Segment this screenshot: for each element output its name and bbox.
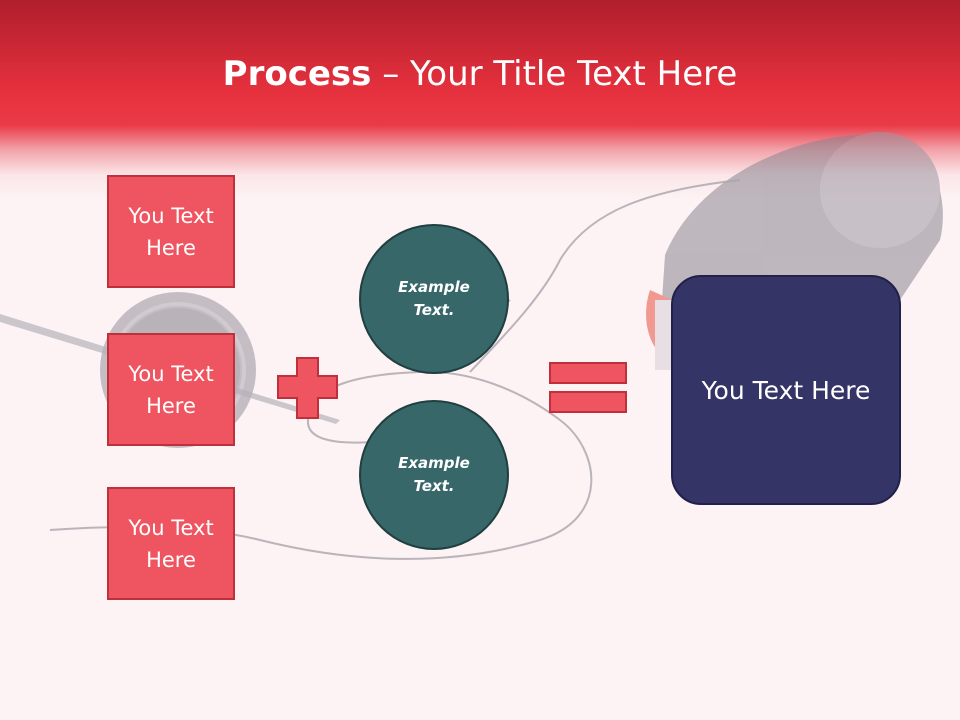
result-box[interactable]: You Text Here	[671, 275, 901, 505]
example-circle-label: Example Text.	[398, 278, 470, 319]
input-box-3[interactable]: You Text Here	[107, 487, 235, 600]
result-box-label: You Text Here	[701, 375, 871, 405]
title-regular-part: Your Title Text Here	[410, 54, 738, 94]
input-box-1[interactable]: You Text Here	[107, 175, 235, 288]
input-box-label: You Text Here	[128, 361, 214, 418]
example-circle-2[interactable]: Example Text.	[359, 400, 509, 550]
input-box-label: You Text Here	[128, 515, 214, 572]
input-box-label: You Text Here	[128, 203, 214, 260]
slide-title: Process – Your Title Text Here	[0, 52, 960, 96]
title-bold-part: Process	[222, 54, 372, 94]
input-box-2[interactable]: You Text Here	[107, 333, 235, 446]
example-circle-label: Example Text.	[398, 454, 470, 495]
example-circle-1[interactable]: Example Text.	[359, 224, 509, 374]
title-dash: –	[371, 54, 411, 94]
